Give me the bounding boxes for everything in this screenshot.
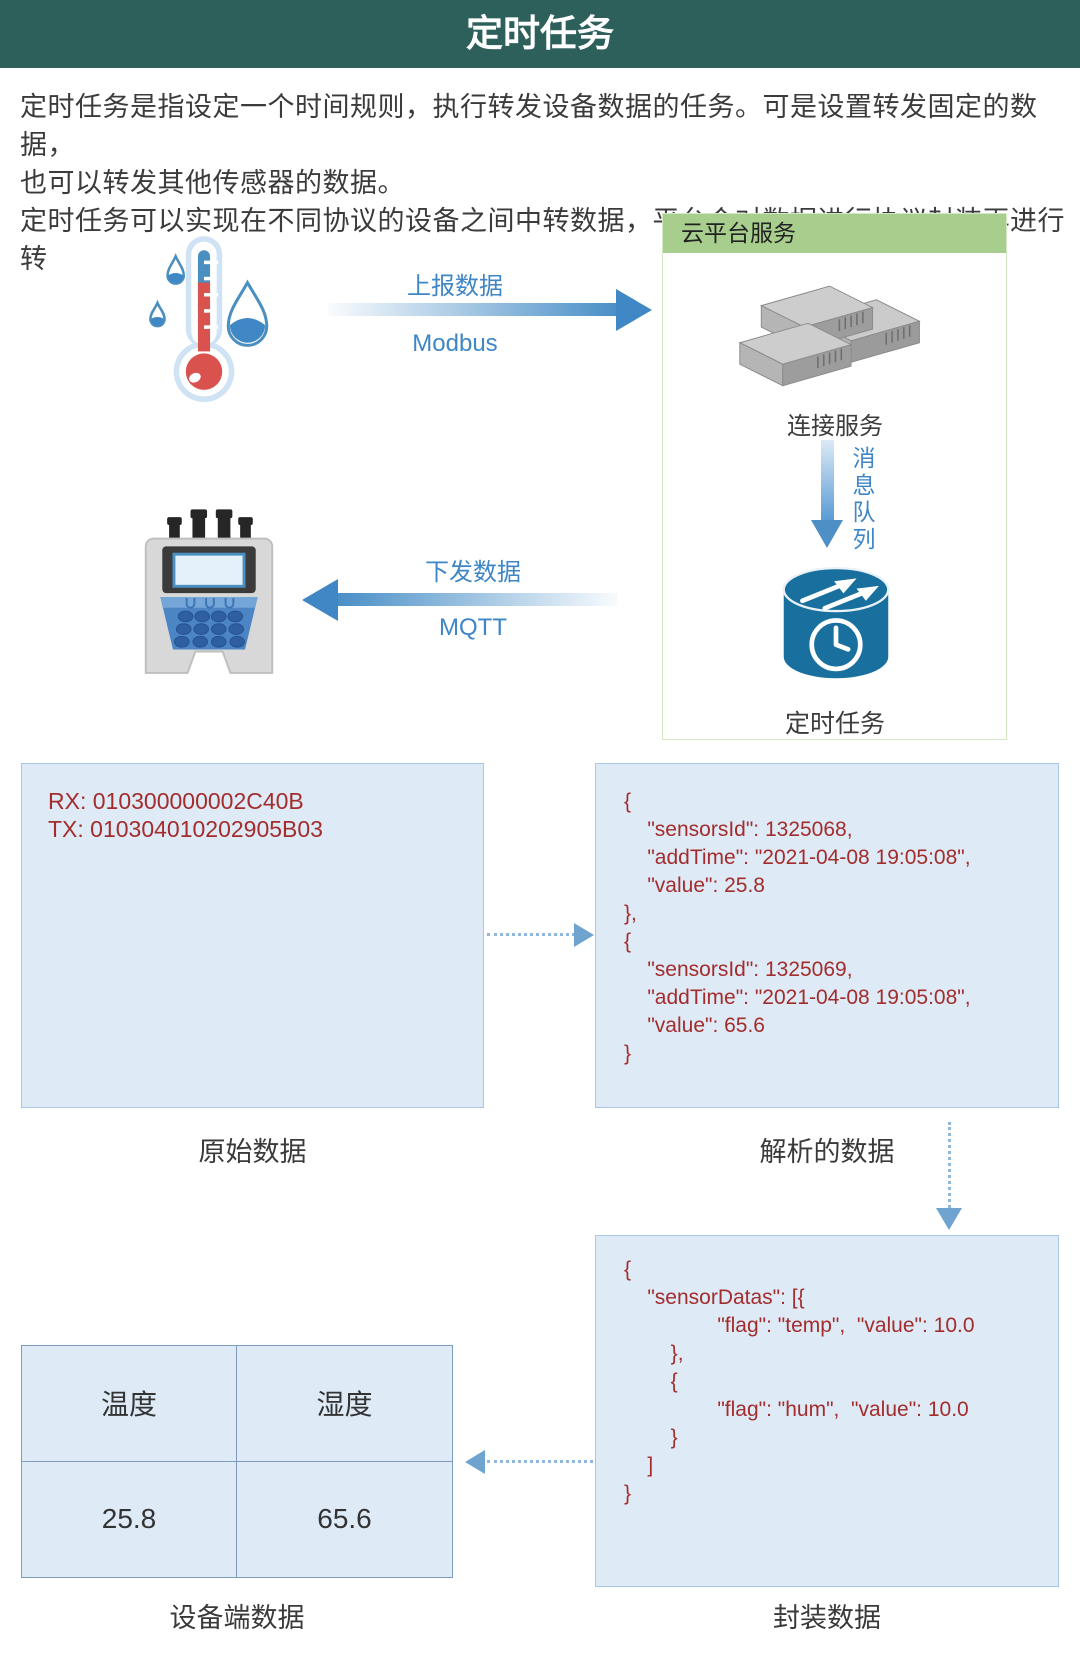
downlink-arrow-head-icon (302, 579, 338, 621)
table-value-temperature: 25.8 (22, 1461, 237, 1577)
raw-to-parsed-arrow-head-icon (574, 923, 594, 947)
scheduled-task-cylinder-icon (782, 566, 890, 679)
rx-line: RX: 010300000002C40B (48, 788, 304, 814)
uplink-arrow (328, 303, 616, 316)
cloud-platform-title: 云平台服务 (681, 220, 796, 246)
code-line: "addTime": "2021-04-08 19:05:08", (624, 986, 971, 1009)
raw-data-caption: 原始数据 (198, 1137, 307, 1167)
queue-label: 消息队列 (849, 446, 875, 554)
title-bar: 定时任务 (0, 0, 1080, 68)
code-line: } (624, 1426, 678, 1449)
code-line: { (624, 790, 632, 813)
clock-icon (809, 618, 863, 672)
queue-arrow-head-icon (811, 520, 843, 548)
parsed-to-packed-arrow-head-icon (936, 1208, 962, 1230)
raw-data-box: RX: 010300000002C40B TX: 010304010202905… (21, 763, 484, 1108)
code-line: ] (624, 1454, 654, 1477)
downlink-protocol-label: MQTT (439, 614, 507, 641)
parsed-to-packed-dotted-line (948, 1122, 951, 1208)
code-line: { (624, 1258, 632, 1281)
code-line: "sensorsId": 1325068, (624, 818, 853, 841)
servers-icon (738, 285, 921, 387)
uplink-label: 上报数据 (407, 273, 503, 300)
code-line: "addTime": "2021-04-08 19:05:08", (624, 846, 971, 869)
code-line: "sensorDatas": [{ (624, 1286, 805, 1309)
queue-arrow (821, 440, 834, 520)
uplink-arrow-head-icon (616, 289, 652, 331)
packed-to-table-dotted-line (487, 1460, 593, 1463)
scheduled-task-label: 定时任务 (784, 710, 885, 738)
code-line: "flag": "temp", "value": 10.0 (624, 1314, 975, 1337)
code-line: } (624, 1042, 632, 1065)
parsed-data-caption: 解析的数据 (759, 1137, 895, 1167)
cloud-platform-header: 云平台服务 (663, 214, 1006, 253)
uplink-protocol-label: Modbus (412, 330, 498, 357)
table-header-temperature: 温度 (22, 1346, 237, 1462)
intro-line: 定时任务是指设定一个时间规则，执行转发设备数据的任务。可是设置转发固定的数据， (20, 92, 1038, 160)
code-line: } (624, 1482, 632, 1505)
packed-to-table-arrow-head-icon (465, 1450, 485, 1474)
code-line: "flag": "hum", "value": 10.0 (624, 1398, 969, 1421)
code-line: "sensorsId": 1325069, (624, 958, 853, 981)
table-value-humidity: 65.6 (317, 1503, 372, 1535)
intro-line: 也可以转发其他传感器的数据。 (20, 168, 405, 198)
connect-service-label: 连接服务 (787, 413, 883, 440)
table-header-humidity: 湿度 (237, 1346, 452, 1462)
code-line: "value": 25.8 (624, 874, 765, 897)
thermometer-humidity-icon (149, 236, 269, 402)
page-title: 定时任务 (466, 13, 614, 54)
code-line: }, (624, 1342, 684, 1365)
code-line: { (624, 930, 632, 953)
parsed-data-box: { "sensorsId": 1325068, "addTime": "2021… (595, 763, 1059, 1108)
packed-data-caption: 封装数据 (773, 1603, 881, 1633)
packed-data-box: { "sensorDatas": [{ "flag": "temp", "val… (595, 1235, 1059, 1587)
code-line: { (624, 1370, 678, 1393)
code-line: }, (624, 902, 637, 925)
datalogger-device-icon (144, 509, 274, 674)
device-data-table: 温度 湿度 25.8 65.6 (21, 1345, 453, 1578)
device-data-caption: 设备端数据 (169, 1603, 305, 1633)
code-line: "value": 65.6 (624, 1014, 765, 1037)
tx-line: TX: 010304010202905B03 (48, 816, 323, 842)
raw-to-parsed-dotted-line (487, 933, 575, 936)
downlink-arrow (338, 593, 618, 606)
downlink-label: 下发数据 (425, 559, 521, 586)
